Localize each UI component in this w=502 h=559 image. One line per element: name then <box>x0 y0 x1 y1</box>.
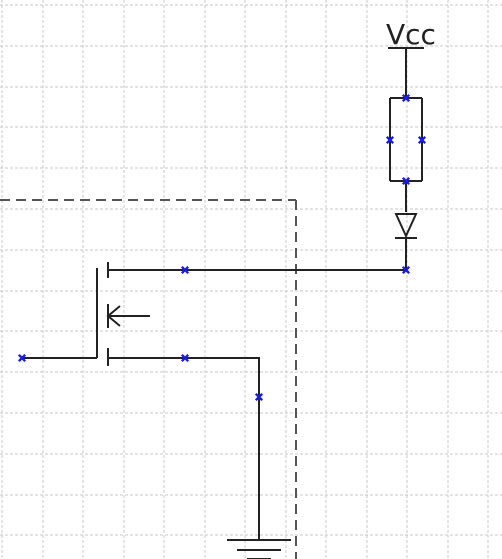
connection-handle[interactable] <box>401 265 411 275</box>
connection-handle[interactable] <box>385 135 395 145</box>
connection-handle[interactable] <box>401 176 411 186</box>
selection-handles[interactable] <box>17 93 427 402</box>
parallel-resistor-network[interactable] <box>389 97 423 182</box>
connection-handle[interactable] <box>17 353 27 363</box>
vcc-supply[interactable]: Vcc <box>386 18 436 51</box>
connection-handle[interactable] <box>417 135 427 145</box>
diode[interactable] <box>394 213 418 239</box>
dashed-boundary[interactable] <box>0 199 297 559</box>
connection-handle[interactable] <box>254 392 264 402</box>
vcc-label: Vcc <box>386 18 436 51</box>
connection-handle[interactable] <box>401 93 411 103</box>
arrow-icon <box>106 305 121 327</box>
connection-handle[interactable] <box>180 265 190 275</box>
ground-symbol[interactable] <box>227 539 291 559</box>
connection-handle[interactable] <box>180 353 190 363</box>
mosfet-transistor[interactable] <box>96 262 150 366</box>
wire-source-to-ground[interactable] <box>108 357 260 540</box>
